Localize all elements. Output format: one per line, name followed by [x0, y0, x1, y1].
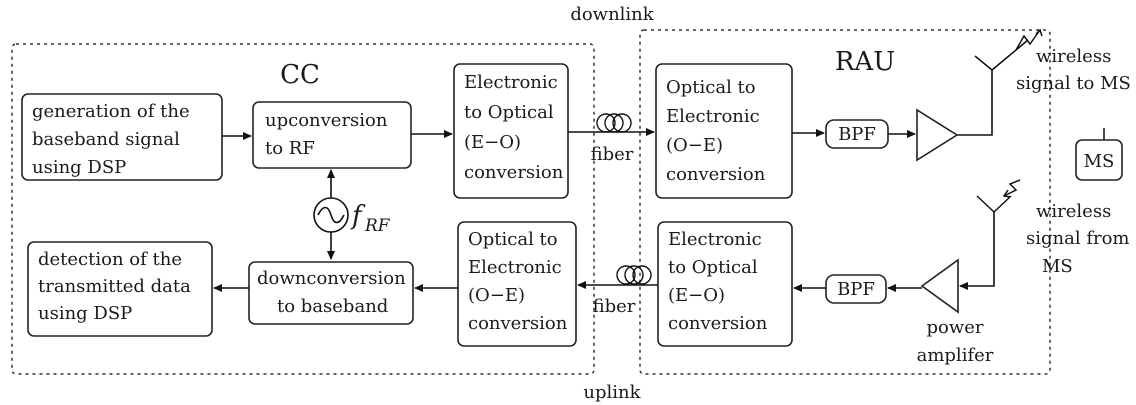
eo-bottom-line-2: to Optical [668, 257, 758, 278]
amplifier-label-2: amplifer [917, 345, 994, 366]
upconversion-line-2: to RF [265, 138, 315, 159]
oscillator-label: f [350, 201, 366, 231]
antenna-bottom-label-2: signal from [1026, 228, 1130, 249]
antenna-bottom-icon [976, 179, 1021, 213]
generation-block: generation of the baseband signal using … [21, 93, 223, 181]
eo-top-line-2: to Optical [464, 102, 554, 123]
eo-top-line-3: (E−O) [464, 132, 521, 153]
bpf-top-block: BPF [825, 119, 889, 149]
upconversion-block: upconversion to RF [252, 101, 412, 169]
oe-top-line-4: conversion [666, 164, 766, 185]
power-amplifier-icon [920, 258, 959, 314]
bpf-bottom-block: BPF [825, 274, 887, 304]
antenna-top-label-2: signal to MS [1016, 73, 1131, 94]
oscillator-icon [313, 197, 349, 233]
eo-top-line-4: conversion [464, 162, 564, 183]
mobile-station-icon: MS [1075, 128, 1123, 181]
fiber-bottom-label: fiber [593, 296, 636, 317]
eo-bottom-line-3: (E−O) [668, 285, 725, 306]
eo-top-block: Electronic to Optical (E−O) conversion [453, 63, 569, 199]
oe-bottom-line-4: conversion [468, 313, 568, 334]
oe-bottom-line-3: (O−E) [468, 285, 525, 306]
fiber-coil-top-icon [596, 113, 632, 133]
detection-line-3: using DSP [38, 303, 132, 324]
downconversion-line-1: downconversion [257, 268, 406, 289]
mobile-station-label: MS [1084, 151, 1115, 172]
antenna-bottom-label-1: wireless [1036, 201, 1111, 222]
eo-bottom-line-4: conversion [668, 313, 768, 334]
antenna-bottom-label-3: MS [1042, 256, 1073, 277]
detection-line-2: transmitted data [38, 276, 191, 297]
cc-region-border [11, 43, 595, 375]
eo-bottom-block: Electronic to Optical (E−O) conversion [657, 221, 793, 347]
oe-top-line-3: (O−E) [666, 135, 723, 156]
amplifier-top-icon [916, 108, 959, 162]
bpf-top-label: BPF [838, 124, 876, 145]
downconversion-line-2: to baseband [277, 296, 388, 317]
generation-line-1: generation of the [32, 101, 190, 122]
rau-region-border [639, 29, 1051, 375]
downconversion-block: downconversion to baseband [248, 261, 414, 325]
upconversion-line-1: upconversion [265, 110, 388, 131]
oe-top-line-1: Optical to [666, 77, 756, 98]
eo-top-line-1: Electronic [464, 72, 558, 93]
detection-line-1: detection of the [38, 249, 182, 270]
oe-bottom-line-1: Optical to [468, 229, 558, 250]
cc-region-label: CC [280, 60, 320, 90]
fiber-coil-bottom-icon [616, 265, 652, 285]
amplifier-label-1: power [926, 317, 983, 338]
bpf-bottom-label: BPF [837, 279, 875, 300]
eo-bottom-line-1: Electronic [668, 229, 762, 250]
antenna-top-icon [974, 28, 1043, 71]
rau-region-label: RAU [835, 47, 895, 77]
generation-line-3: using DSP [32, 157, 126, 178]
fiber-top-label: fiber [591, 144, 634, 165]
oe-top-block: Optical to Electronic (O−E) conversion [655, 63, 793, 199]
wire-amp-to-antenna [957, 70, 993, 136]
generation-line-2: baseband signal [32, 129, 180, 150]
uplink-label: uplink [583, 382, 641, 403]
oe-bottom-block: Optical to Electronic (O−E) conversion [457, 221, 577, 347]
wire-antenna-to-amp [959, 212, 995, 290]
oe-bottom-line-2: Electronic [468, 257, 562, 278]
downlink-label: downlink [570, 4, 654, 25]
oe-top-line-2: Electronic [666, 106, 760, 127]
oscillator-subscript: RF [364, 216, 391, 236]
detection-block: detection of the transmitted data using … [27, 241, 213, 337]
antenna-top-label-1: wireless [1036, 46, 1111, 67]
